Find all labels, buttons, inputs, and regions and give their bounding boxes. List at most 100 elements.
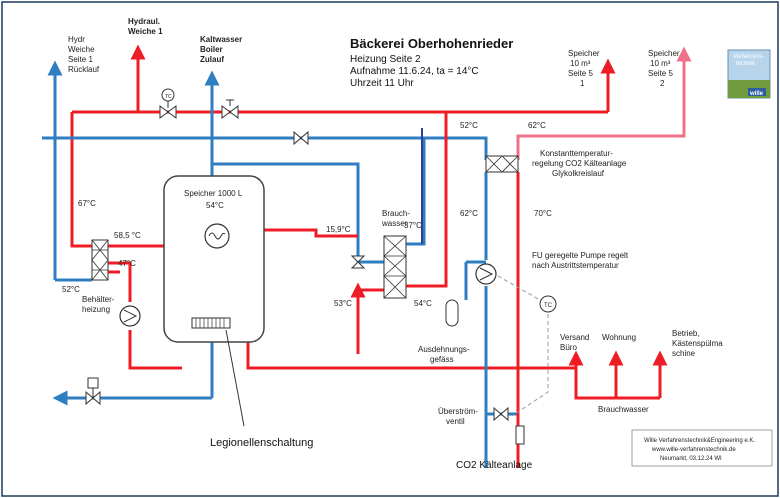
- svg-text:Überström-: Überström-: [438, 407, 478, 416]
- label-hydraul-weiche-1: Hydraul. Weiche 1: [128, 17, 163, 36]
- temp-70: 70°C: [534, 209, 552, 218]
- svg-text:Weiche: Weiche: [68, 45, 95, 54]
- svg-text:Boiler: Boiler: [200, 45, 223, 54]
- svg-text:1: 1: [580, 79, 585, 88]
- temp-53: 53°C: [334, 299, 352, 308]
- diagram-title: Bäckerei Oberhohenrieder: [350, 36, 513, 51]
- svg-text:10 m³: 10 m³: [570, 59, 591, 68]
- label-betrieb: Betrieb, Kästenspülma schine: [672, 329, 723, 358]
- legionellen-heater-icon: [191, 317, 231, 329]
- pipe-behaelter-supply: [70, 112, 92, 248]
- svg-text:gefäss: gefäss: [430, 355, 454, 364]
- temp-47: 47°C: [118, 259, 136, 268]
- label-co2: CO2 Kälteanlage: [456, 460, 533, 471]
- control-line-pump: [497, 275, 541, 301]
- svg-text:Kästenspülma: Kästenspülma: [672, 339, 723, 348]
- svg-text:10 m³: 10 m³: [650, 59, 671, 68]
- logo-text-1: Verfahrens-: [733, 54, 764, 60]
- ausdehnung-tank: [445, 299, 459, 327]
- svg-text:www.wille-verfahrenstechnik.de: www.wille-verfahrenstechnik.de: [651, 447, 736, 453]
- svg-text:Weiche 1: Weiche 1: [128, 27, 163, 36]
- glykol-hx: [485, 155, 519, 173]
- temp-585: 58,5 °C: [114, 231, 141, 240]
- temp-62-mid: 62°C: [460, 209, 478, 218]
- valve-weiche-icon: [159, 105, 177, 119]
- subtitle-line-3: Uhrzeit 11 Uhr: [350, 78, 414, 89]
- pipe-blue-horizontal: [42, 136, 426, 246]
- brauchwasser-hx: [383, 235, 407, 299]
- temp-54-hx: 54°C: [414, 299, 432, 308]
- pipe-kaltwasser: [204, 70, 360, 262]
- svg-text:Speicher: Speicher: [648, 49, 680, 58]
- svg-text:Speicher: Speicher: [568, 49, 600, 58]
- label-hydr-weiche-ruecklauf: Hydr Weiche Seite 1 Rücklauf: [68, 35, 100, 74]
- svg-text:Kaltwasser: Kaltwasser: [200, 35, 242, 44]
- subtitle-line-1: Heizung Seite 2: [350, 54, 421, 65]
- speicher-1000-tank: [163, 175, 265, 343]
- legionellen-leader: [225, 329, 245, 427]
- tc-sensor-text: TC: [165, 94, 172, 100]
- svg-text:Behälter-: Behälter-: [82, 295, 115, 304]
- svg-text:54°C: 54°C: [206, 201, 224, 210]
- valve-cold-icon: [350, 255, 366, 269]
- tank-coil-icon: [204, 223, 230, 249]
- svg-text:Wille Verfahrenstechnik&Engine: Wille Verfahrenstechnik&Engineering e.K.: [644, 438, 755, 444]
- svg-text:Brauch-: Brauch-: [382, 209, 410, 218]
- tc-controller-text: TC: [544, 303, 553, 309]
- tc-controller-icon: [539, 295, 557, 313]
- svg-text:Ausdehnungs-: Ausdehnungs-: [418, 345, 470, 354]
- svg-text:Zulauf: Zulauf: [200, 55, 224, 64]
- label-speicher-2: Speicher 10 m³ Seite 5 2: [648, 49, 680, 88]
- pipe-blue-glykol: [424, 136, 488, 160]
- svg-text:Konstanttemperatur-: Konstanttemperatur-: [540, 149, 613, 158]
- svg-text:FU geregelte Pumpe regelt: FU geregelte Pumpe regelt: [532, 251, 629, 260]
- svg-text:Glykolkreislauf: Glykolkreislauf: [552, 169, 605, 178]
- label-speicher-1: Speicher 10 m³ Seite 5 1: [568, 49, 600, 88]
- label-versand: Versand Büro: [560, 333, 589, 352]
- footer-text: Wille Verfahrenstechnik&Engineering e.K.…: [644, 438, 755, 462]
- footer-box: [631, 429, 773, 467]
- temp-62-top: 62°C: [528, 121, 546, 130]
- valve-ueberstroem-icon: [493, 406, 509, 422]
- svg-text:Neumarkt, 03.12.24 WI: Neumarkt, 03.12.24 WI: [660, 456, 722, 462]
- svg-text:Seite 1: Seite 1: [68, 55, 93, 64]
- label-fu-pumpe: FU geregelte Pumpe regelt nach Austritts…: [532, 251, 629, 270]
- valve-top-icon: [221, 105, 239, 119]
- behaelter-hx: [91, 239, 109, 281]
- svg-text:Seite 5: Seite 5: [568, 69, 593, 78]
- svg-text:nach Austrittstemperatur: nach Austrittstemperatur: [532, 261, 619, 270]
- pipe-hx-outlet: [234, 228, 358, 238]
- svg-text:heizung: heizung: [82, 305, 110, 314]
- svg-text:schine: schine: [672, 349, 696, 358]
- label-wohnung: Wohnung: [602, 333, 636, 342]
- svg-text:Hydr: Hydr: [68, 35, 85, 44]
- svg-text:ventil: ventil: [446, 417, 465, 426]
- valve-blue-icon: [293, 130, 309, 146]
- svg-text:wasser: wasser: [381, 219, 408, 228]
- svg-text:regelung CO2 Kälteanlage: regelung CO2 Kälteanlage: [532, 159, 627, 168]
- label-speicher-1000: Speicher 1000 L 54°C: [184, 189, 243, 210]
- temp-159: 15,9°C: [326, 225, 351, 234]
- label-brauchwasser-hx: Brauch- wasser: [381, 209, 410, 228]
- label-brauchwasser: Brauchwasser: [598, 405, 649, 414]
- pipe-to-speicher2: [516, 46, 692, 160]
- temp-37: 37°C: [404, 221, 422, 230]
- svg-text:Betrieb,: Betrieb,: [672, 329, 700, 338]
- control-line-valve: [511, 314, 549, 417]
- subtitle-line-2: Aufnahme 11.6.24, ta = 14°C: [350, 66, 479, 77]
- svg-text:Speicher 1000 L: Speicher 1000 L: [184, 189, 243, 198]
- svg-text:Rücklauf: Rücklauf: [68, 65, 100, 74]
- logo-text-2: technik: [736, 61, 756, 67]
- pipe-pump-return: [128, 330, 182, 370]
- ueberstroem-body: [515, 425, 525, 445]
- logo-badge: wille: [749, 91, 764, 97]
- svg-text:Hydraul.: Hydraul.: [128, 17, 160, 26]
- label-konstanttemp: Konstanttemperatur- regelung CO2 Kältean…: [532, 149, 627, 178]
- svg-text:Seite 5: Seite 5: [648, 69, 673, 78]
- company-logo: Verfahrens- technik wille: [727, 49, 771, 99]
- temp-52-top: 52°C: [460, 121, 478, 130]
- pipe-hot-to-hx: [406, 112, 448, 288]
- label-legionellen: Legionellenschaltung: [210, 437, 313, 449]
